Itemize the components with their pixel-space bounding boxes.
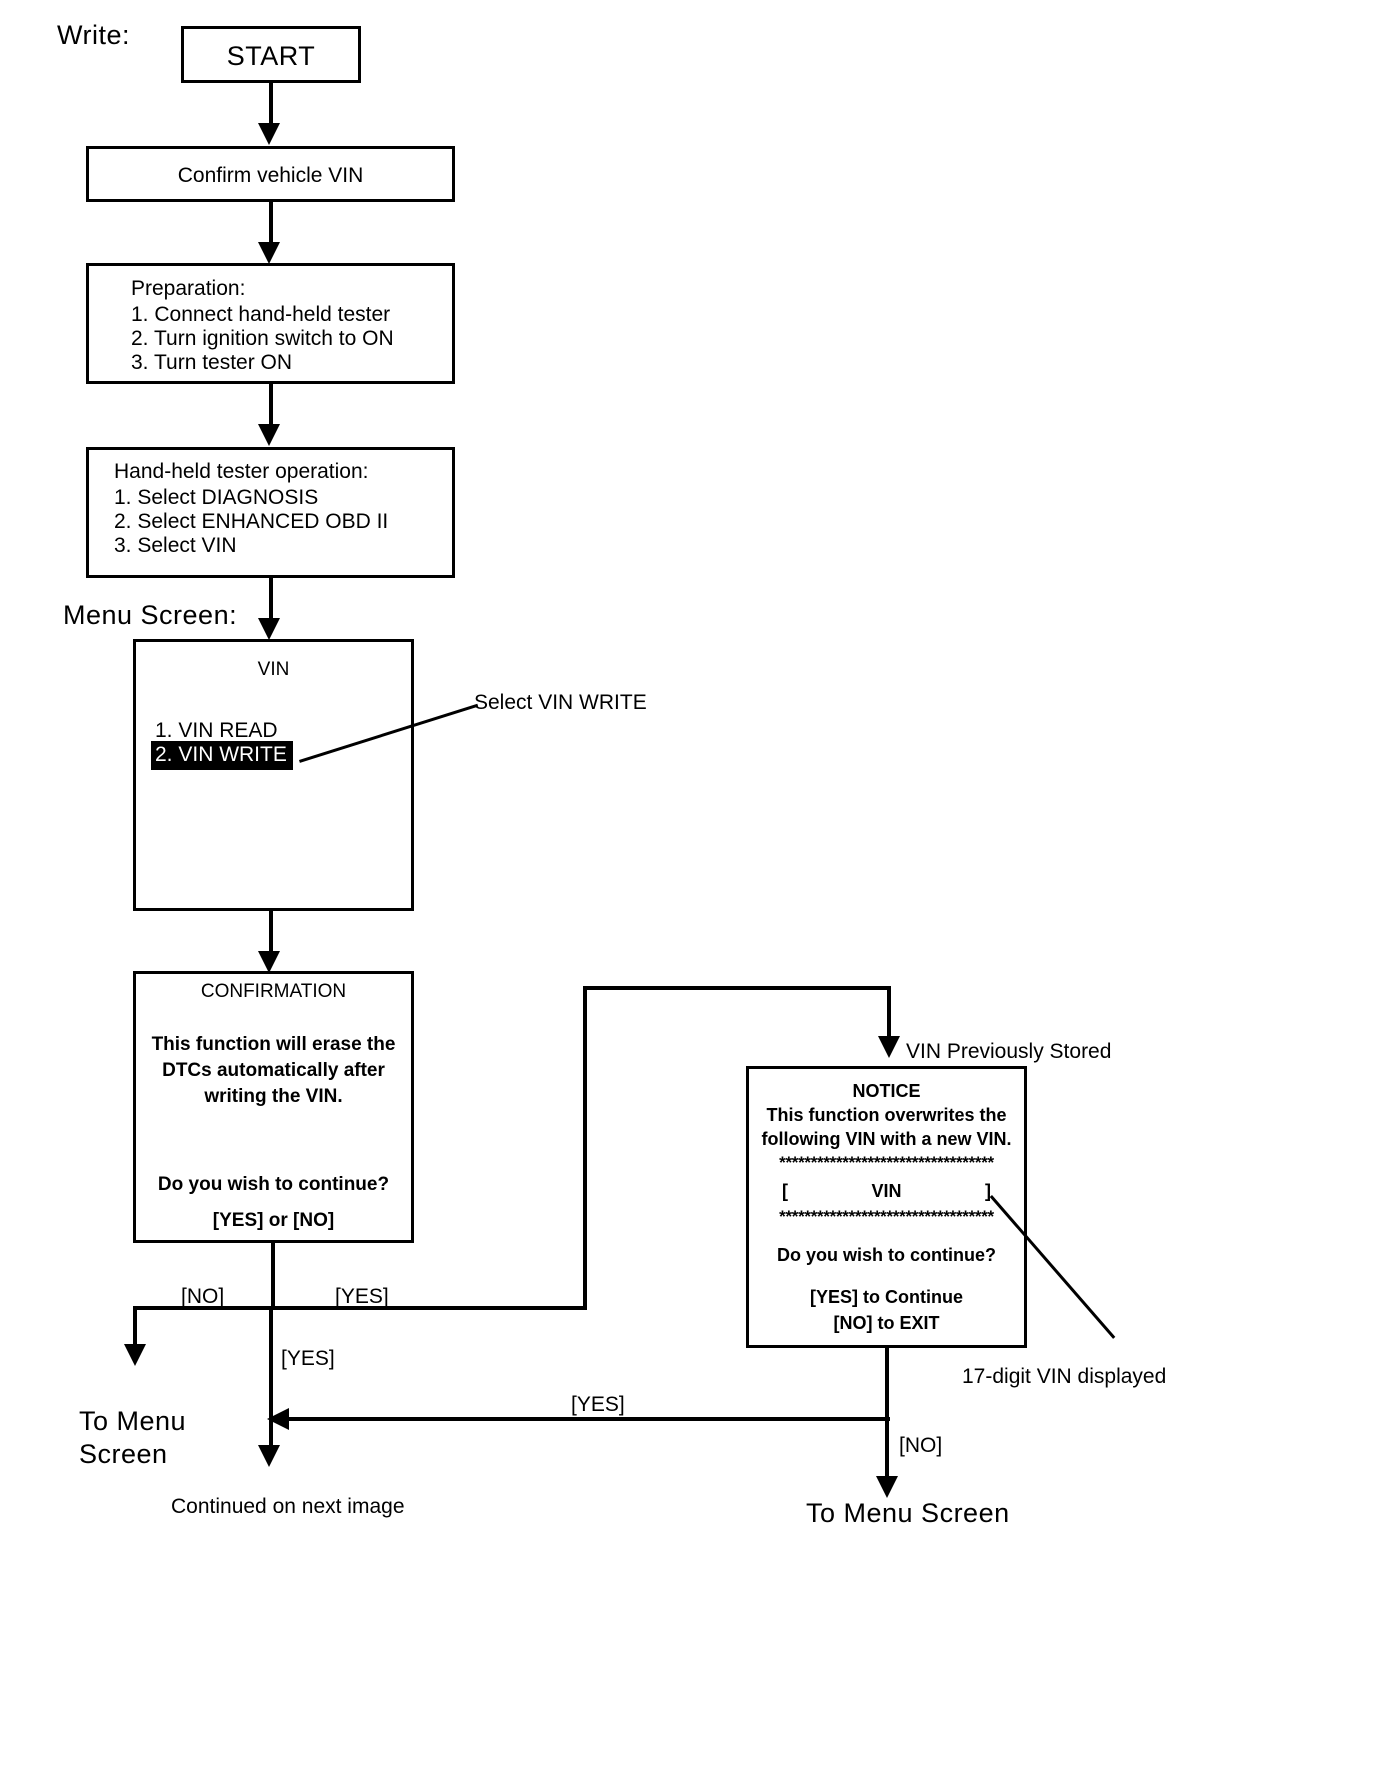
edge-label-no-exit: [NO] <box>899 1434 943 1457</box>
terminal-to-menu-screen-left-line1: To Menu <box>79 1406 187 1436</box>
node-notice-option-no: [NO] to EXIT <box>833 1313 940 1333</box>
node-notice-star-rule-bottom: ********************************** <box>779 1207 994 1226</box>
node-confirm-vin-text: Confirm vehicle VIN <box>177 164 364 187</box>
callout-select-vin-write: Select VIN WRITE <box>474 691 647 714</box>
connector-yes-to-notice-riser <box>583 986 587 1310</box>
connector-yes-to-notice-drop <box>887 986 891 1044</box>
node-vin-menu-title: VIN <box>257 659 290 680</box>
connector-notice-yes-return <box>289 1417 890 1421</box>
arrowhead-tester-to-vin-menu <box>258 618 280 640</box>
annotation-vin-previously-stored: VIN Previously Stored <box>906 1040 1112 1063</box>
connector-notice-no-stem <box>885 1348 889 1484</box>
edge-label-no-left: [NO] <box>181 1285 225 1308</box>
node-notice-title: NOTICE <box>852 1081 921 1101</box>
node-confirmation <box>133 971 414 1243</box>
arrowhead-confirm-to-preparation <box>258 242 280 264</box>
node-notice-body-1: This function overwrites the <box>766 1105 1007 1125</box>
connector-yes-to-notice-horizontal-lower <box>271 1306 587 1310</box>
node-preparation-step-2: 2. Turn ignition switch to ON <box>131 327 394 350</box>
node-confirmation-question: Do you wish to continue? <box>157 1174 390 1195</box>
connector-yes-to-notice-horizontal-upper <box>583 986 891 990</box>
connector-confirm-to-preparation <box>269 202 273 250</box>
node-tester-operation-heading: Hand-held tester operation: <box>114 460 369 483</box>
node-confirmation-body-1: This function will erase the <box>151 1034 396 1055</box>
node-tester-operation-step-3: 3. Select VIN <box>114 534 237 557</box>
node-tester-operation-step-1: 1. Select DIAGNOSIS <box>114 486 319 509</box>
arrowhead-preparation-to-tester <box>258 424 280 446</box>
terminal-continued-on-next-image: Continued on next image <box>171 1495 405 1518</box>
node-preparation-step-1: 1. Connect hand-held tester <box>131 303 391 326</box>
node-notice-option-yes: [YES] to Continue <box>810 1287 963 1307</box>
node-confirmation-body-3: writing the VIN. <box>204 1086 343 1107</box>
section-label-write: Write: <box>57 20 131 50</box>
arrowhead-vin-menu-to-confirmation <box>258 951 280 973</box>
node-notice-question: Do you wish to continue? <box>777 1245 996 1265</box>
arrowhead-continue <box>258 1445 280 1467</box>
node-confirmation-title: CONFIRMATION <box>200 981 347 1002</box>
callout-17-digit-vin: 17-digit VIN displayed <box>962 1365 1167 1388</box>
node-tester-operation <box>86 447 455 578</box>
terminal-to-menu-screen-left-line2: Screen <box>79 1439 168 1469</box>
connector-tester-to-vin-menu <box>269 578 273 626</box>
node-confirmation-body-2: DTCs automatically after <box>162 1060 385 1081</box>
arrowhead-no-branch <box>124 1344 146 1366</box>
arrowhead-notice-yes-return <box>267 1408 289 1430</box>
node-notice-star-rule-top: ********************************** <box>779 1153 994 1172</box>
node-tester-operation-step-2: 2. Select ENHANCED OBD II <box>114 510 389 533</box>
connector-no-branch-horizontal <box>133 1306 275 1310</box>
node-preparation-heading: Preparation: <box>131 277 246 300</box>
node-notice <box>746 1066 1027 1348</box>
connector-no-branch-drop <box>133 1306 137 1352</box>
menu-screen-label: Menu Screen: <box>63 600 238 630</box>
connector-preparation-to-tester <box>269 384 273 432</box>
node-confirmation-options: [YES] or [NO] <box>212 1210 335 1231</box>
arrowhead-yes-to-notice <box>878 1036 900 1058</box>
node-start <box>181 26 361 83</box>
connector-vin-menu-to-confirmation <box>269 911 273 959</box>
node-confirm-vin <box>86 146 455 202</box>
edge-label-yes-right: [YES] <box>335 1285 389 1308</box>
connector-confirmation-stem <box>271 1243 275 1310</box>
node-notice-body-2: following VIN with a new VIN. <box>761 1129 1012 1149</box>
edge-label-yes-down: [YES] <box>281 1347 335 1370</box>
node-preparation-step-3: 3. Turn tester ON <box>131 351 293 374</box>
arrowhead-notice-no <box>876 1476 898 1498</box>
connector-start-to-confirm <box>269 83 273 131</box>
node-notice-vin-bracket-left: [ <box>782 1181 788 1201</box>
node-vin-menu-screen <box>133 639 414 911</box>
node-notice-vin-field-label: VIN <box>871 1181 902 1201</box>
menu-item-vin-read[interactable]: 1. VIN READ <box>155 719 278 742</box>
menu-item-vin-write-selected[interactable]: 2. VIN WRITE <box>151 741 293 770</box>
node-preparation <box>86 263 455 384</box>
node-start-title: START <box>226 41 316 71</box>
terminal-to-menu-screen-right: To Menu Screen <box>806 1498 1010 1528</box>
edge-label-yes-return: [YES] <box>571 1393 625 1416</box>
connector-continue-stem <box>269 1310 273 1453</box>
node-notice-vin-bracket-right: ] <box>985 1181 991 1201</box>
arrowhead-start-to-confirm <box>258 123 280 145</box>
